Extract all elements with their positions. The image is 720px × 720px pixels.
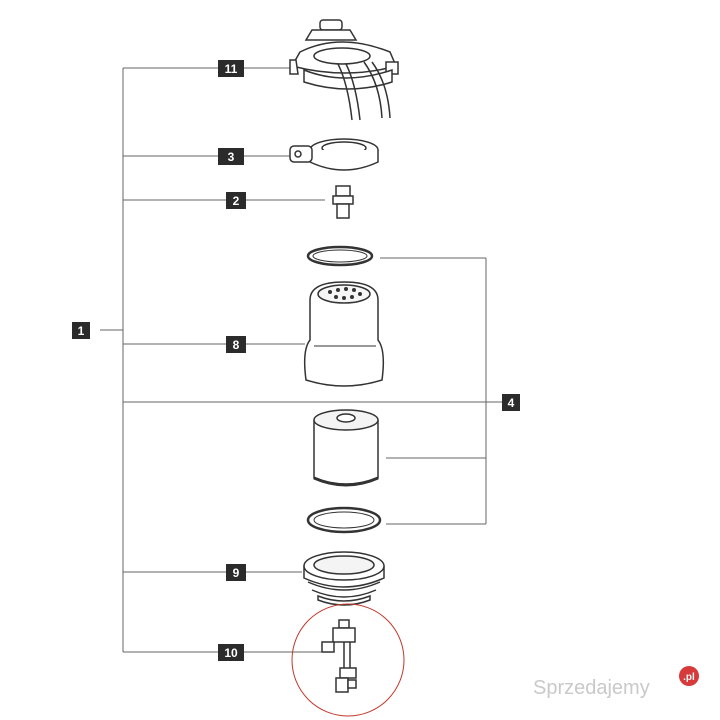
callout-3-text: 3 (228, 150, 235, 164)
callout-8: 8 (226, 336, 246, 353)
callout-11-text: 11 (225, 62, 238, 76)
callout-3: 3 (218, 148, 244, 165)
callout-10-text: 10 (224, 646, 238, 660)
callout-9-text: 9 (233, 566, 240, 580)
callout-11: 11 (218, 60, 244, 77)
watermark: Sprzedajemy .pl (533, 666, 699, 699)
callout-1-text: 1 (78, 324, 85, 338)
watermark-suffix: .pl (683, 672, 695, 683)
watermark-badge (679, 666, 699, 686)
part-bowl (303, 281, 385, 387)
part-filter-head (289, 19, 399, 121)
part-adapter (289, 138, 379, 171)
callout-4: 4 (502, 394, 520, 411)
part-drain-sensor (291, 603, 405, 717)
watermark-text: Sprzedajemy (533, 677, 650, 699)
callout-10: 10 (218, 644, 244, 661)
callout-9: 9 (226, 564, 246, 581)
part-bottom-cap (303, 551, 385, 606)
part-seal-bottom (306, 506, 382, 534)
part-filter-cartridge (313, 409, 379, 487)
part-seal-top (306, 245, 374, 267)
part-nipple (332, 185, 354, 219)
callout-8-text: 8 (233, 338, 240, 352)
callout-1: 1 (72, 322, 90, 339)
callout-2: 2 (226, 192, 246, 209)
callout-2-text: 2 (233, 194, 240, 208)
callout-4-text: 4 (508, 396, 515, 410)
leader-lines (100, 67, 502, 653)
